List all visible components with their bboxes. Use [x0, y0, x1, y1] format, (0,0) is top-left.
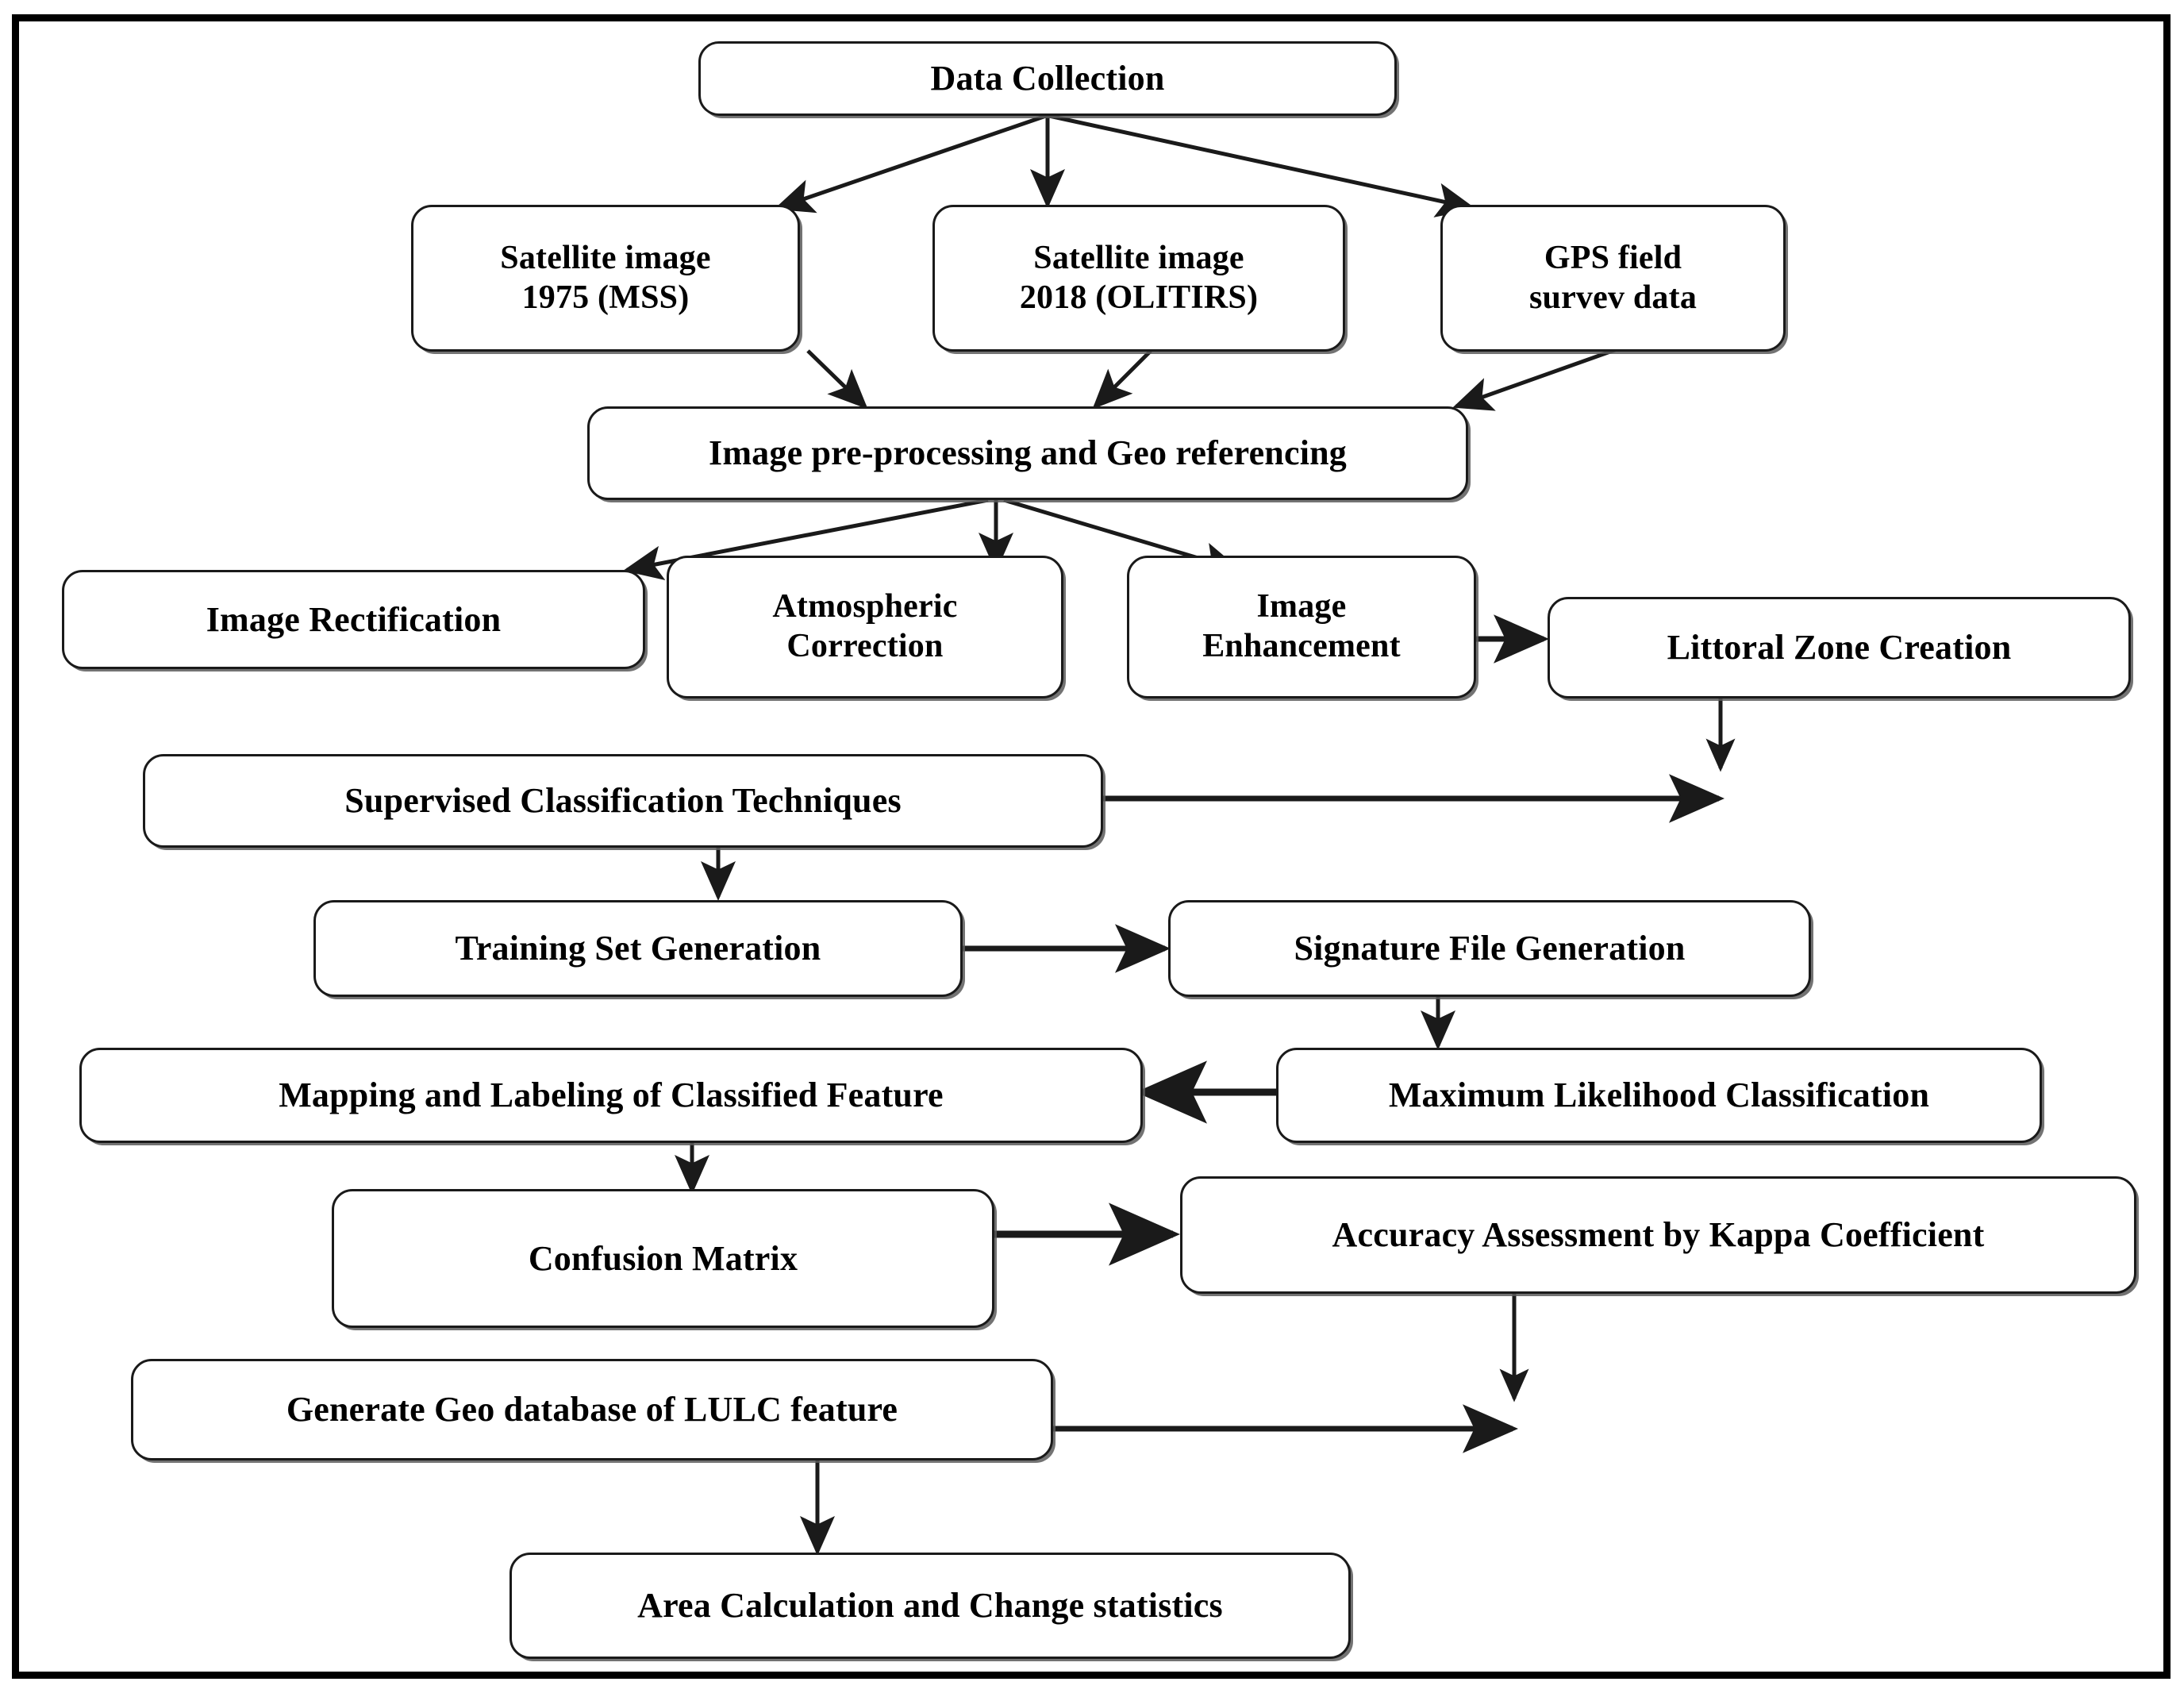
node-label-training-set: Training Set Generation [455, 929, 821, 968]
node-satellite-image-2018[interactable]: Satellite image 2018 (OLITIRS) [932, 205, 1345, 352]
node-mapping-labeling-classified-feature[interactable]: Mapping and Labeling of Classified Featu… [79, 1048, 1143, 1143]
node-label-satellite-2018: Satellite image 2018 (OLITIRS) [1019, 239, 1259, 316]
node-satellite-image-1975[interactable]: Satellite image 1975 (MSS) [411, 205, 800, 352]
node-data-collection[interactable]: Data Collection [698, 41, 1397, 116]
node-maximum-likelihood-classification[interactable]: Maximum Likelihood Classification [1276, 1048, 2042, 1143]
node-label-maximum-likelihood: Maximum Likelihood Classification [1388, 1076, 1930, 1115]
edge-satellite1975-preprocessing [806, 349, 868, 410]
node-accuracy-assessment-kappa[interactable]: Accuracy Assessment by Kappa Coefficient [1180, 1176, 2136, 1294]
edge-datacollection-satellite1975 [774, 114, 1047, 214]
node-label-littoral-zone: Littoral Zone Creation [1667, 628, 2012, 668]
node-label-data-collection: Data Collection [930, 59, 1165, 98]
node-label-supervised-classification: Supervised Classification Techniques [344, 781, 902, 821]
node-label-satellite-1975: Satellite image 1975 (MSS) [500, 239, 711, 316]
node-image-rectification[interactable]: Image Rectification [62, 570, 645, 669]
node-label-mapping-labeling: Mapping and Labeling of Classified Featu… [279, 1076, 944, 1115]
node-label-atmospheric-correction: Atmospheric Correction [772, 588, 958, 664]
node-label-area-calculation: Area Calculation and Change statistics [637, 1586, 1223, 1626]
node-signature-file-generation[interactable]: Signature File Generation [1168, 900, 1811, 997]
node-image-enhancement[interactable]: Image Enhancement [1127, 556, 1476, 698]
node-confusion-matrix[interactable]: Confusion Matrix [332, 1189, 994, 1328]
edge-datacollection-gps [1048, 114, 1476, 217]
node-supervised-classification-techniques[interactable]: Supervised Classification Techniques [143, 754, 1103, 848]
node-gps-field-survey-data[interactable]: GPS field survev data [1440, 205, 1786, 352]
node-label-accuracy-assessment: Accuracy Assessment by Kappa Coefficient [1332, 1215, 1985, 1255]
node-label-geo-database: Generate Geo database of LULC feature [286, 1390, 898, 1430]
node-label-gps-survey: GPS field survev data [1528, 239, 1698, 316]
node-label-image-enhancement: Image Enhancement [1202, 588, 1401, 664]
node-label-image-rectification: Image Rectification [206, 599, 502, 639]
node-label-signature-file: Signature File Generation [1294, 929, 1686, 968]
node-littoral-zone-creation[interactable]: Littoral Zone Creation [1548, 597, 2131, 698]
edge-satellite2018-preprocessing [1092, 349, 1152, 410]
node-image-preprocessing-geo-referencing[interactable]: Image pre-processing and Geo referencing [587, 406, 1468, 500]
node-label-preprocessing: Image pre-processing and Geo referencing [709, 433, 1347, 473]
node-training-set-generation[interactable]: Training Set Generation [313, 900, 963, 997]
edge-gps-preprocessing [1452, 341, 1636, 411]
node-generate-geo-database-lulc[interactable]: Generate Geo database of LULC feature [131, 1359, 1053, 1460]
node-atmospheric-correction[interactable]: Atmospheric Correction [667, 556, 1063, 698]
node-label-confusion-matrix: Confusion Matrix [528, 1238, 798, 1278]
node-area-calculation-change-statistics[interactable]: Area Calculation and Change statistics [509, 1553, 1351, 1659]
